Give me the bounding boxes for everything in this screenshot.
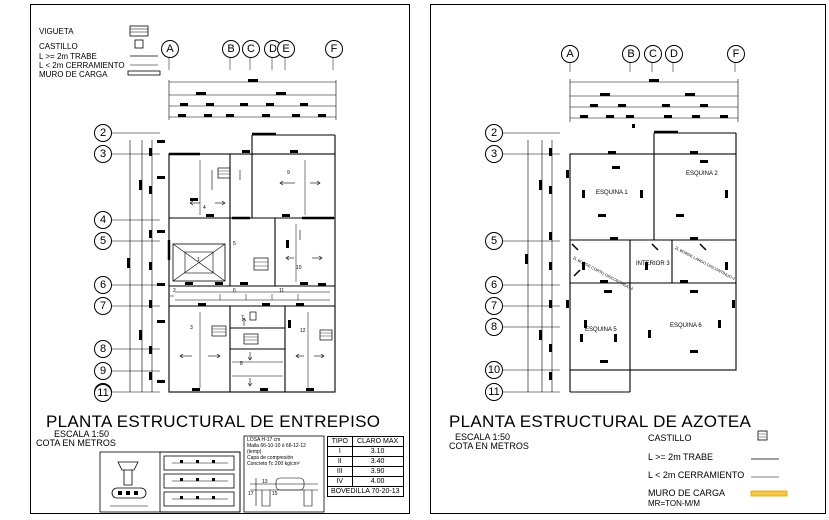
grid-row-7-bubble: 7 [485, 297, 503, 315]
grid-col-d-bubble: D [665, 45, 683, 63]
grid-col-c-bubble: C [242, 40, 260, 58]
slab-spec-notes: LOSA H-17 cm Malla 66-10-10 ó 66-12-12 (… [247, 437, 306, 467]
panel-number: 8 [240, 361, 243, 367]
claros-footer: BOVEDILLA 70-20-13 [327, 486, 404, 497]
azotea-legend-cerramiento: L < 2m CERRAMIENTO [648, 470, 745, 480]
grid-row-10-bubble: 10 [485, 361, 503, 379]
grid-col-c-bubble: C [644, 45, 662, 63]
grid-col-a-bubble: A [161, 40, 179, 58]
table-row: BOVEDILLA 70-20-13 [327, 486, 404, 497]
moment-units-note: MR=TON-M/M [648, 499, 701, 508]
entrepiso-title: PLANTA ESTRUCTURAL DE ENTREPISO [46, 412, 381, 431]
grid-col-f-bubble: F [325, 40, 343, 58]
grid-row-6-bubble: 6 [94, 276, 112, 294]
spec-line: Malla 66-10-10 ó 66-12-12 [247, 443, 306, 449]
azotea-title: PLANTA ESTRUCTURAL DE AZOTEA [449, 412, 752, 431]
zone-label: ESQUINA 1 [596, 190, 628, 196]
panel-number: 9 [287, 170, 290, 176]
claros-table: TIPO CLARO MAX I 3.10 II 3.40 III 3.90 I… [327, 436, 404, 497]
zone-label: INTERIOR 3 [636, 261, 670, 267]
grid-col-f-bubble: F [727, 45, 745, 63]
grid-col-e-bubble: E [277, 40, 295, 58]
zone-label: ESQUINA 6 [670, 323, 702, 329]
spec-line: Concreto f'c 200 kg/cm² [247, 461, 300, 467]
azotea-legend-trabe: L >= 2m TRABE [648, 452, 714, 462]
panel-number: 10 [296, 265, 302, 271]
grid-row-8-bubble: 8 [485, 318, 503, 336]
entrepiso-scale: ESCALA 1:50 [54, 429, 110, 439]
legend-vigueta: VIGUETA [39, 27, 74, 36]
grid-row-9-bubble: 9 [94, 362, 112, 380]
azotea-sheet [430, 4, 826, 514]
azotea-legend-castillo: CASTILLO [648, 433, 692, 443]
zone-label: ESQUINA 2 [686, 171, 718, 177]
legend-cerramiento: L < 2m CERRAMIENTO [39, 61, 125, 70]
legend-muro: MURO DE CARGA [39, 70, 108, 79]
grid-col-b-bubble: B [222, 40, 240, 58]
panel-number: 3 [190, 325, 193, 331]
zone-label: ESQUINA 5 [585, 327, 617, 333]
entrepiso-sheet [30, 4, 410, 514]
legend-castillo: CASTILLO [39, 42, 78, 51]
spec-line: (temp) [247, 449, 262, 455]
panel-number: 2 [173, 288, 176, 294]
panel-number: 7 [241, 315, 244, 321]
azotea-legend-muro: MURO DE CARGA [648, 488, 726, 498]
detail-dim: 15 [272, 491, 278, 497]
panel-number: 5 [233, 241, 236, 247]
spec-line: Capa de compresión [247, 455, 294, 461]
panel-number: 1 [197, 257, 200, 263]
grid-col-b-bubble: B [622, 45, 640, 63]
azotea-scale: ESCALA 1:50 [455, 432, 511, 442]
detail-dim: 13 [262, 479, 268, 485]
detail-dim: 17 [248, 491, 254, 497]
legend-trabe: L >= 2m TRABE [39, 52, 97, 61]
panel-number: 4 [203, 205, 206, 211]
spec-line: LOSA H-17 cm [247, 437, 281, 443]
panel-number: 11 [279, 288, 285, 294]
grid-row-11-bubble-left: 11 [94, 384, 112, 402]
azotea-units: COTA EN METROS [449, 441, 529, 451]
panel-number: 6 [233, 288, 236, 294]
entrepiso-units: COTA EN METROS [36, 438, 116, 448]
panel-number: 12 [300, 328, 306, 334]
